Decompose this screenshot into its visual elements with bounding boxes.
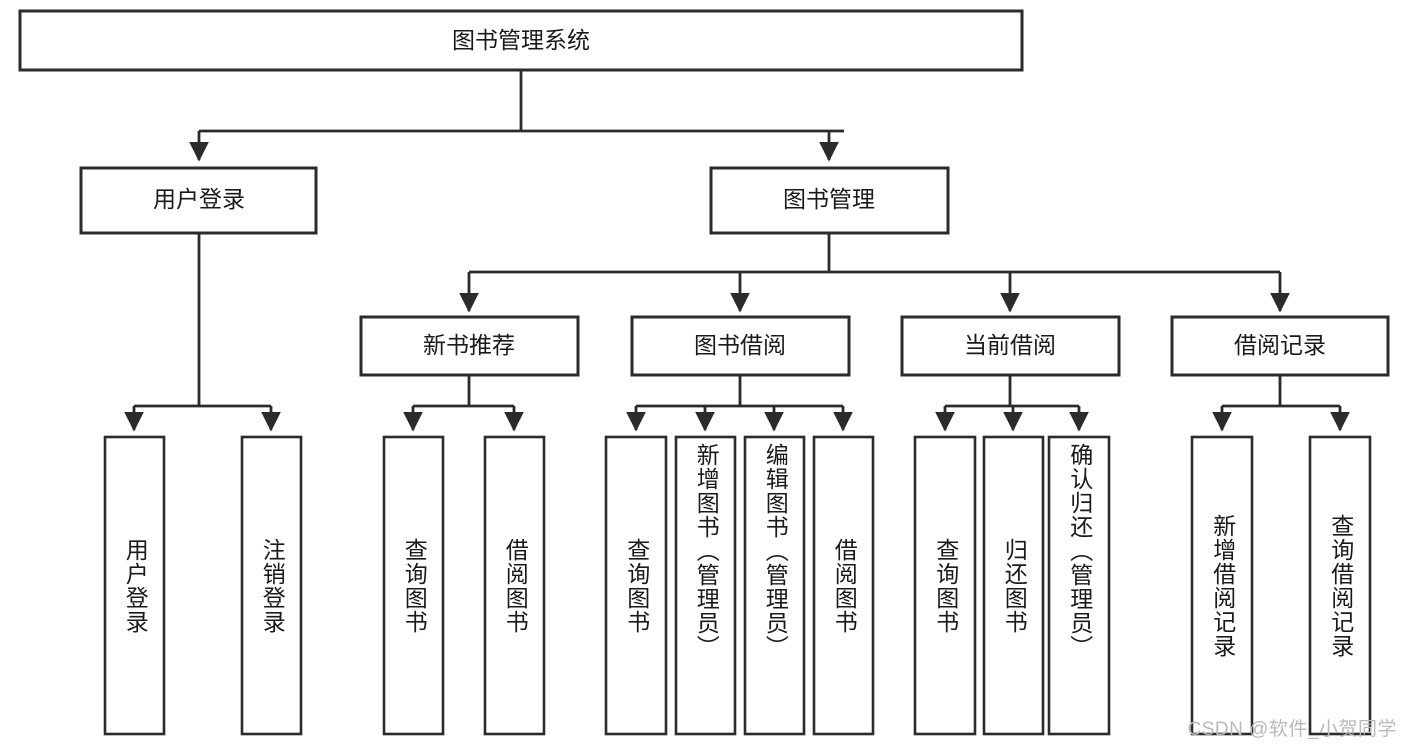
root-box: [18, 9, 1024, 72]
borrow-record-box: [1170, 315, 1390, 377]
leaf-box-borrowrecord-2[interactable]: [1308, 435, 1372, 736]
node-book-management[interactable]: 图书管理: [709, 166, 950, 235]
leaf-box-bookborrow-2[interactable]: [674, 435, 737, 736]
leaf-box-group: [103, 435, 1372, 736]
current-borrow-label: 当前借阅: [964, 332, 1056, 358]
node-new-book-recommend[interactable]: 新书推荐: [359, 315, 580, 377]
edge-group: [124, 70, 1350, 432]
book-borrow-label: 图书借阅: [694, 332, 786, 358]
user-login-box: [79, 166, 318, 235]
leaf-box-currentborrow-1[interactable]: [913, 435, 977, 736]
leaf-box-user-login-2[interactable]: [240, 435, 303, 736]
leaf-box-bookborrow-1[interactable]: [604, 435, 668, 736]
new-book-recommend-box: [359, 315, 580, 377]
node-root-book-management-system[interactable]: 图书管理系统: [18, 9, 1024, 72]
node-book-borrow[interactable]: 图书借阅: [630, 315, 851, 377]
leaf-box-user-login-1[interactable]: [103, 435, 166, 736]
leaf-box-bookborrow-4[interactable]: [812, 435, 875, 736]
book-management-label: 图书管理: [783, 186, 875, 212]
leaf-box-bookborrow-3[interactable]: [743, 435, 806, 736]
current-borrow-box: [900, 315, 1121, 377]
leaf-box-currentborrow-3[interactable]: [1047, 435, 1111, 736]
book-management-box: [709, 166, 950, 235]
book-borrow-box: [630, 315, 851, 377]
node-borrow-record[interactable]: 借阅记录: [1170, 315, 1390, 377]
root-label: 图书管理系统: [452, 27, 590, 53]
leaf-box-currentborrow-2[interactable]: [982, 435, 1045, 736]
csdn-watermark: CSDN @软件_小贺同学: [1187, 719, 1397, 740]
node-user-login[interactable]: 用户登录: [79, 166, 318, 235]
leaf-box-newbook-2[interactable]: [483, 435, 546, 736]
leaf-box-borrowrecord-1[interactable]: [1190, 435, 1254, 736]
borrow-record-label: 借阅记录: [1234, 332, 1326, 358]
node-current-borrow[interactable]: 当前借阅: [900, 315, 1121, 377]
new-book-recommend-label: 新书推荐: [423, 332, 515, 358]
user-login-label: 用户登录: [153, 186, 245, 212]
leaf-box-newbook-1[interactable]: [382, 435, 445, 736]
